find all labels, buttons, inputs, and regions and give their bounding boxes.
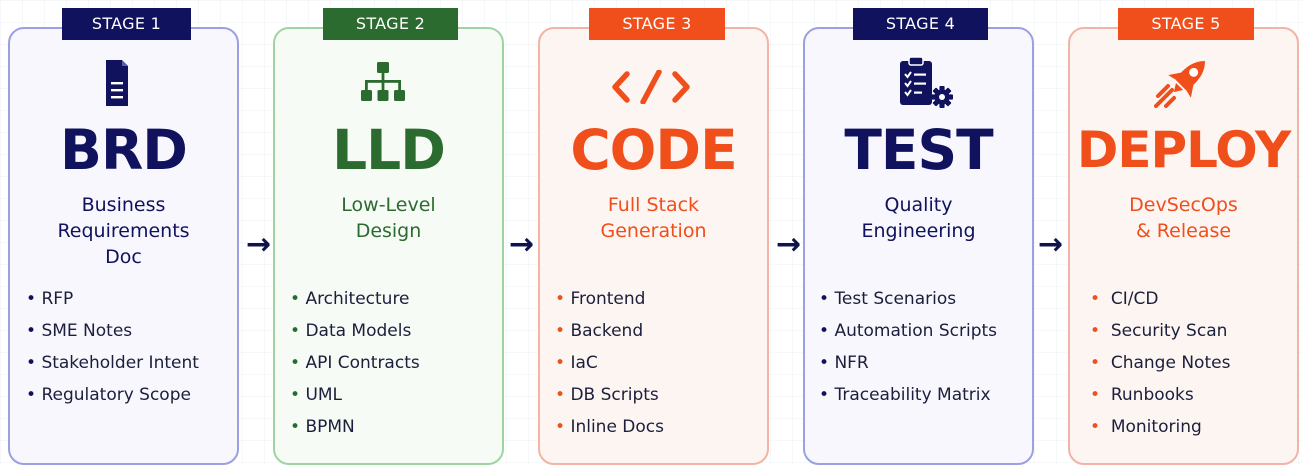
list-item: • Traceability Matrix [819,385,991,405]
stage-3-subtitle: Full Stack Generation [600,194,707,242]
list-item: • Stakeholder Intent [26,353,199,373]
code-icon [612,70,690,104]
list-item: • Test Scenarios [819,289,957,309]
stage-3-card [538,27,769,465]
stage-4-items: • Test Scenarios • Automation Scripts • … [819,283,997,411]
flow-arrow: → [509,227,535,262]
stage-1-subtitle: Business Requirements Doc [57,194,190,268]
stage-2-badge: STAGE 2 [323,8,458,40]
flow-arrow: → [246,227,272,262]
stage-5-subtitle: DevSecOps & Release [1129,194,1238,242]
hierarchy-icon [361,62,405,101]
list-item: • Security Scan [1090,321,1228,341]
stage-4-title: TEST [844,118,993,182]
rocket-icon [1154,61,1205,108]
stage-2-items: • Architecture • Data Models • API Contr… [290,283,420,443]
list-item: • RFP [26,289,74,309]
list-item: • Monitoring [1090,417,1202,437]
list-item: • Change Notes [1090,353,1231,373]
list-item: • Architecture [290,289,410,309]
list-item: • Automation Scripts [819,321,998,341]
stage-2-subtitle: Low-Level Design [341,194,436,242]
list-item: • API Contracts [290,353,420,373]
stage-5-badge: STAGE 5 [1118,8,1254,40]
stage-3-badge: STAGE 3 [589,8,725,40]
stage-4-subtitle: Quality Engineering [861,194,976,242]
stage-1-title: BRD [60,118,188,182]
stage-4-badge: STAGE 4 [853,8,988,40]
list-item: • SME Notes [26,321,133,341]
stage-1-badge: STAGE 1 [62,8,191,40]
stage-2-title: LLD [332,118,446,182]
list-item: • Inline Docs [555,417,665,437]
list-item: • Data Models [290,321,412,341]
list-item: • Regulatory Scope [26,385,191,405]
list-item: • IaC [555,353,598,373]
list-item: • DB Scripts [555,385,659,405]
list-item: • NFR [819,353,869,373]
stage-5-title: DEPLOY [1076,121,1291,179]
list-item: • Runbooks [1090,385,1194,405]
list-item: • Backend [555,321,644,341]
stage-1-items: • RFP • SME Notes • Stakeholder Intent •… [26,283,199,411]
stage-3-title: CODE [570,118,737,182]
flow-arrow: → [776,227,802,262]
stage-2-card [273,27,504,465]
stage-5-card [1068,27,1299,465]
clipboard-gear-icon [900,56,953,108]
list-item: • Frontend [555,289,646,309]
stage-3-items: • Frontend • Backend • IaC • DB Scripts … [555,283,664,443]
list-item: • BPMN [290,417,355,437]
flow-arrow: → [1038,227,1064,262]
list-item: • UML [290,385,343,405]
document-icon [106,60,128,106]
stage-5-items: • CI/CD • Security Scan • Change Notes •… [1090,283,1230,443]
list-item: • CI/CD [1090,289,1159,309]
